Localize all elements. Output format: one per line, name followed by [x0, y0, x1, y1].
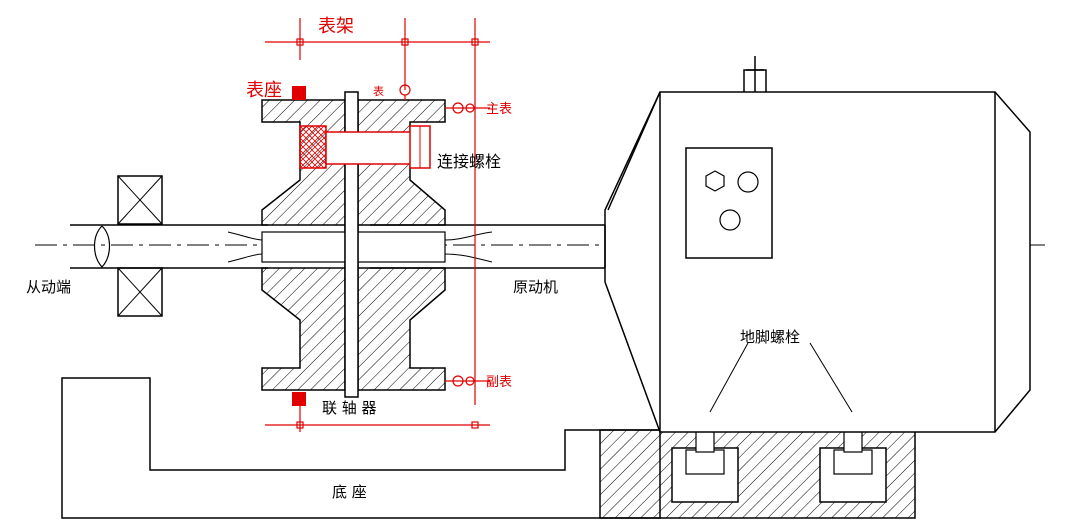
- anchor-bolt-leaders: [709, 342, 853, 413]
- indicator-base-label: 表座: [246, 80, 282, 101]
- anchor-bolt-right: [819, 352, 887, 503]
- main-gauge-label: 主表: [486, 102, 512, 117]
- driven-shaft: [70, 224, 268, 269]
- base-label: 底 座: [332, 483, 367, 501]
- connecting-bolt: [299, 125, 431, 169]
- aux-gauge-label: 副表: [486, 375, 512, 390]
- coupling-gap: [344, 91, 359, 398]
- coupling-label: 联 轴 器: [322, 399, 377, 417]
- coupling-left-half: [227, 99, 346, 391]
- bracket-label: 表架: [318, 16, 354, 37]
- bracket-dimension: [265, 18, 490, 432]
- aux-gauge-indicator: [445, 375, 490, 387]
- indicator-base-top: [292, 86, 306, 100]
- indicator-base-bottom: [292, 392, 306, 406]
- dial-indicator-top: [399, 84, 411, 100]
- driven-end-label: 从动端: [26, 278, 71, 296]
- prime-mover-label: 原动机: [513, 278, 558, 296]
- driven-bearing: [117, 175, 163, 317]
- connecting-bolt-label: 连接螺栓: [437, 152, 501, 171]
- anchor-bolt-label: 地脚螺栓: [740, 328, 800, 346]
- dial-label: 表: [373, 84, 384, 98]
- main-gauge-indicator: [445, 102, 490, 114]
- coupling-right-half: [357, 99, 493, 391]
- prime-mover-motor: [604, 56, 1031, 433]
